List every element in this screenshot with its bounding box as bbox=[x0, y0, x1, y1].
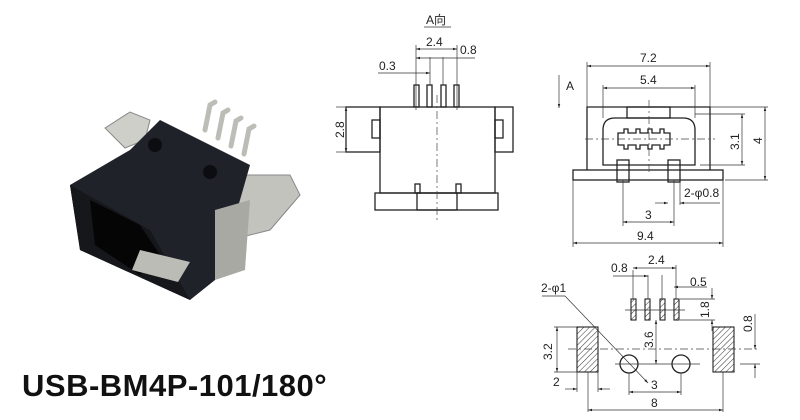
product-photo bbox=[70, 99, 301, 300]
dim-total-height: 4 bbox=[751, 137, 765, 144]
dim-side-height: 2.8 bbox=[333, 121, 347, 138]
dim-fp-pad-width: 0.5 bbox=[690, 275, 707, 289]
dim-side-pitch: 0.8 bbox=[460, 43, 477, 57]
side-view-label: A向 bbox=[426, 12, 446, 27]
dim-fp-tab-spacing: 8 bbox=[651, 396, 658, 410]
product-model-title: USB-BM4P-101/180° bbox=[22, 368, 328, 403]
dim-fp-pad-length: 1.8 bbox=[698, 301, 712, 318]
dim-peg-spacing: 3 bbox=[645, 208, 652, 222]
dim-fp-pitch: 0.8 bbox=[611, 261, 628, 275]
front-view-drawing bbox=[557, 62, 768, 247]
dim-fp-pitch-total: 2.4 bbox=[648, 253, 665, 267]
dim-side-pin-width: 0.3 bbox=[379, 59, 396, 73]
dim-fp-hole-spacing: 3 bbox=[651, 378, 658, 392]
front-view-arrow-label: A bbox=[566, 79, 574, 93]
dim-flange-width: 9.4 bbox=[637, 229, 654, 243]
dim-peg-spec: 2-φ0.8 bbox=[684, 186, 719, 200]
dim-inner-width: 5.4 bbox=[640, 73, 657, 87]
dim-fp-tab-width: 2 bbox=[553, 375, 560, 389]
side-view-drawing bbox=[336, 26, 514, 222]
dim-fp-tab-height: 3.2 bbox=[541, 343, 555, 360]
dim-side-pitch-total: 2.4 bbox=[426, 35, 443, 49]
footprint-drawing bbox=[542, 265, 760, 412]
dim-outer-width: 7.2 bbox=[640, 51, 657, 65]
dim-inner-height: 3.1 bbox=[728, 133, 742, 150]
dim-fp-hole-spec: 2-φ1 bbox=[541, 281, 566, 295]
dim-fp-pad-offset: 3.6 bbox=[642, 331, 656, 348]
dim-fp-tab-offset: 0.8 bbox=[741, 315, 755, 332]
